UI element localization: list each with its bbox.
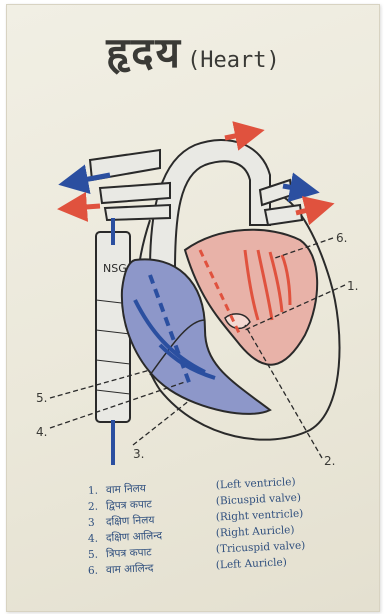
callout-6: 6. (336, 231, 347, 245)
arrow-red-left (72, 206, 100, 208)
legend-number: 1. (88, 484, 107, 497)
callout-4: 4. (36, 425, 47, 439)
legend: 1. वाम निलय (Left ventricle) 2. द्विपत्र… (88, 483, 328, 579)
callout-2: 2. (324, 454, 335, 468)
legend-english: (Left Auricle) (216, 555, 328, 572)
legend-number: 5. (88, 548, 107, 561)
vessel-label: NSG (103, 262, 127, 275)
legend-number: 4. (88, 532, 107, 545)
callout-5: 5. (36, 391, 47, 405)
legend-number: 3 (88, 516, 107, 529)
arrow-red-top (225, 133, 250, 138)
arrow-blue-left (73, 175, 110, 182)
legend-number: 2. (88, 500, 107, 513)
callout-1: 1. (347, 279, 358, 293)
leader-3 (133, 400, 190, 445)
callout-3: 3. (133, 447, 144, 461)
legend-hindi: वाम आलिन्द (106, 558, 217, 577)
vessel-branch-lower (105, 205, 170, 220)
legend-number: 6. (88, 564, 107, 577)
